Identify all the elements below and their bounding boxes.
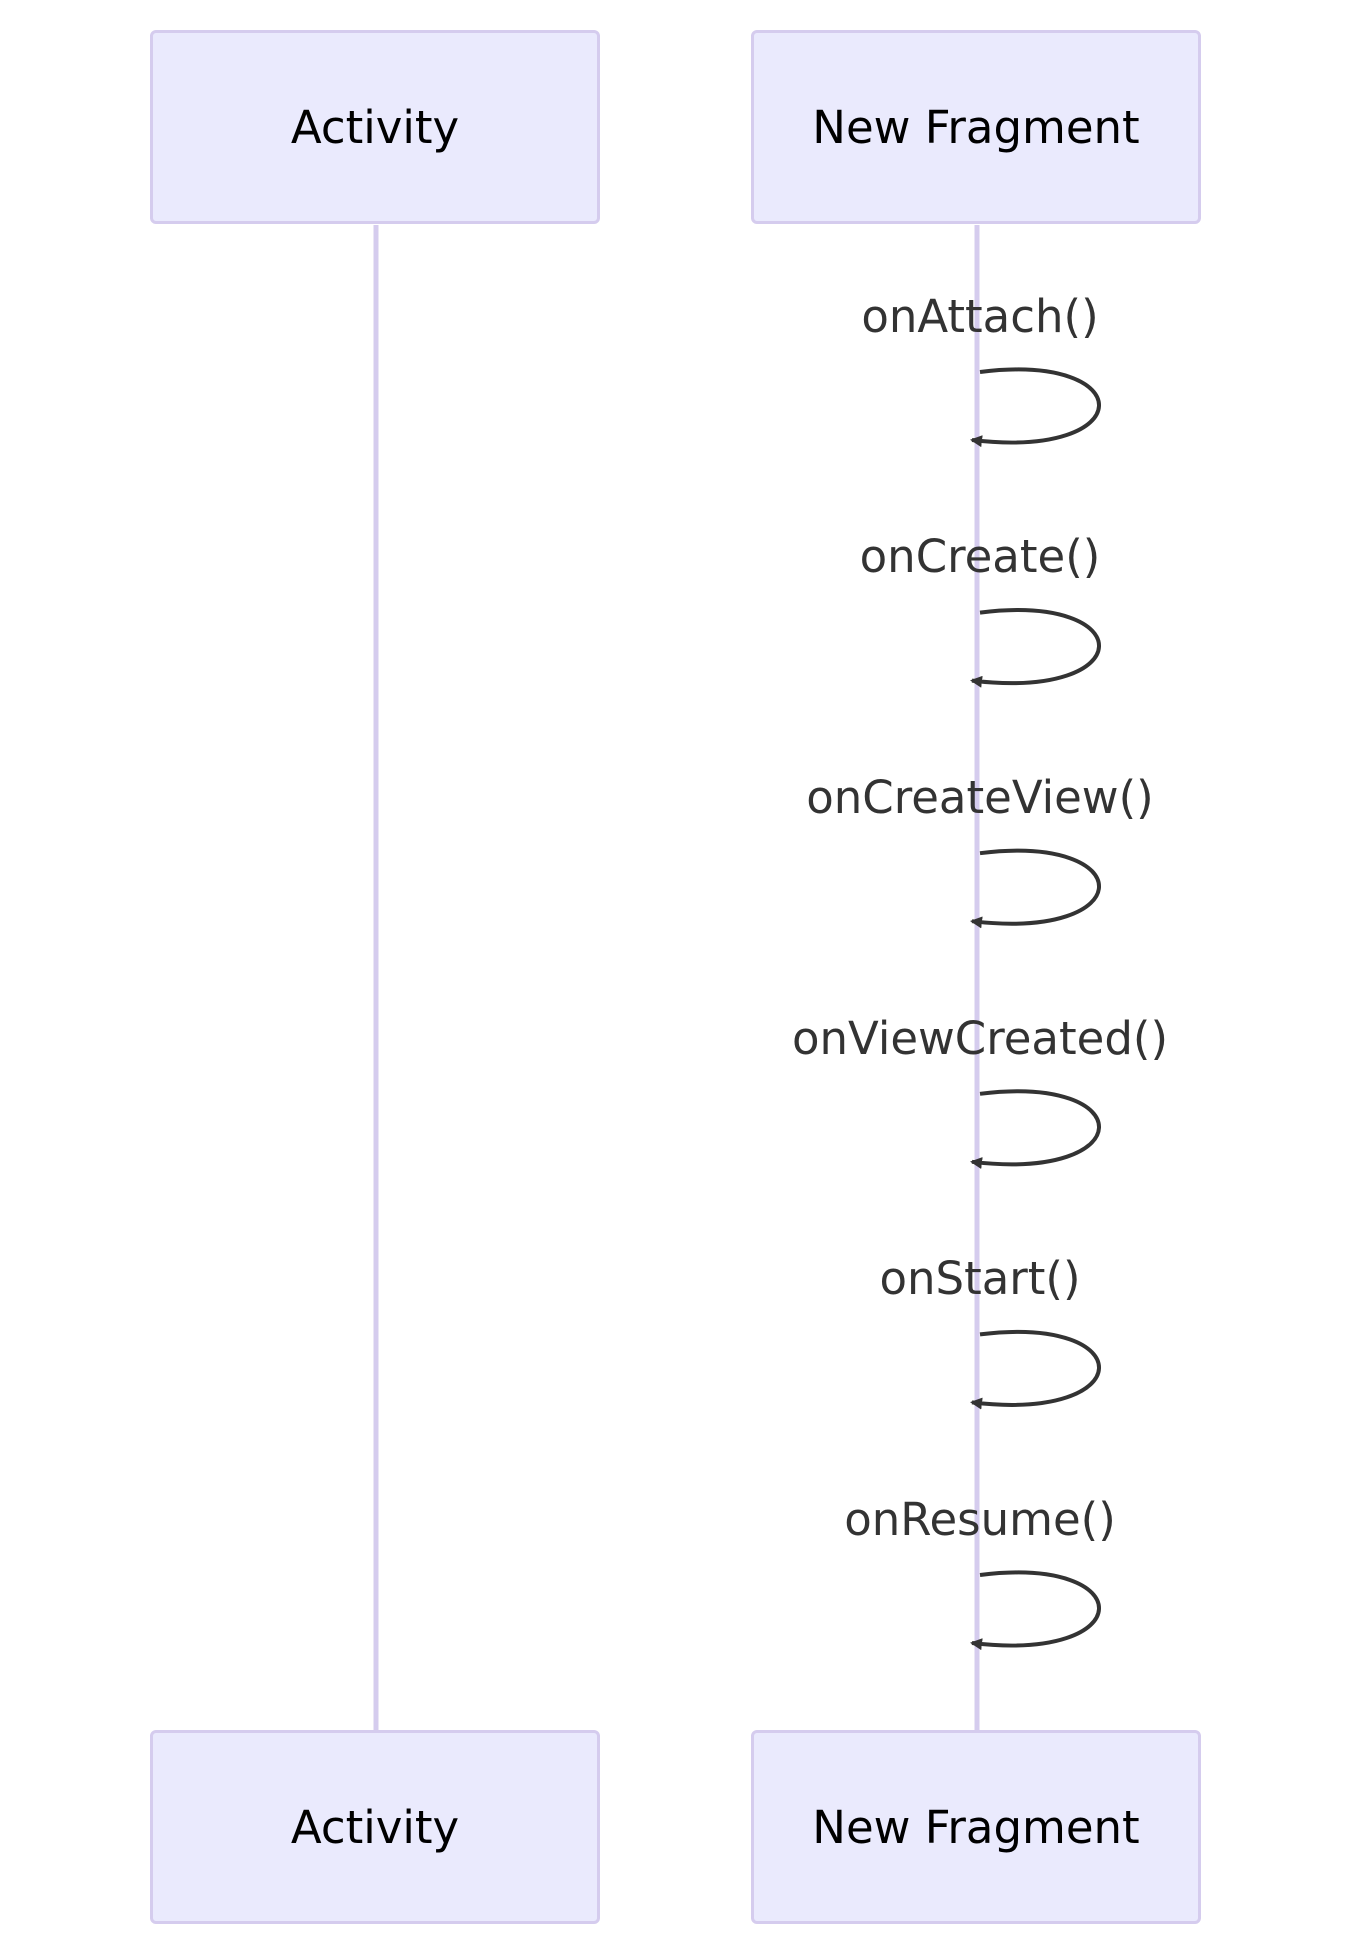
message-label: onCreateView() [806, 771, 1154, 824]
self-message-arrows [970, 367, 1101, 1651]
actor-activity-top: Activity [150, 30, 600, 224]
message-label: onAttach() [861, 290, 1099, 343]
message-label: onStart() [879, 1252, 1081, 1305]
actor-activity-bottom: Activity [150, 1730, 600, 1924]
actor-label: Activity [290, 100, 460, 154]
self-message-arrow [970, 608, 1101, 688]
actor-label: New Fragment [812, 100, 1140, 154]
self-message-arrow [970, 848, 1101, 929]
message-label: onViewCreated() [791, 1012, 1169, 1065]
message-label: onCreate() [859, 530, 1101, 583]
actor-fragment-bottom: New Fragment [751, 1730, 1201, 1924]
self-message-arrow [970, 1329, 1101, 1410]
self-message-arrow [970, 1570, 1101, 1651]
self-message-arrow [970, 367, 1101, 448]
message-label: onResume() [844, 1493, 1116, 1546]
actor-label: Activity [290, 1800, 460, 1854]
actor-fragment-top: New Fragment [751, 30, 1201, 224]
self-message-arrow [970, 1089, 1101, 1169]
actor-label: New Fragment [812, 1800, 1140, 1854]
